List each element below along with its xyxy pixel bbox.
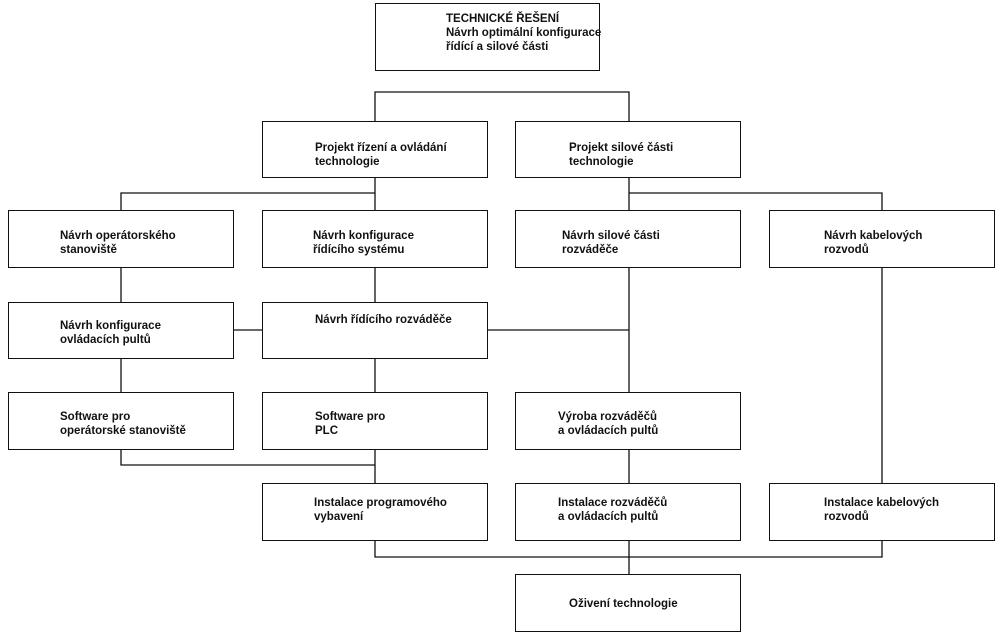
node-proj-control-line-1: Projekt řízení a ovládání <box>315 142 447 154</box>
node-ctrl-system: Návrh konfigurace řídícího systému <box>262 210 488 268</box>
connector-proj-power-branches <box>629 192 883 210</box>
node-production: Výroba rozváděčů a ovládacích pultů <box>515 392 741 450</box>
node-op-station: Návrh operátorského stanoviště <box>8 210 234 268</box>
node-ctrl-system-line-1: Návrh konfigurace <box>313 230 414 242</box>
node-root-line-1: TECHNICKÉ ŘEŠENÍ <box>446 13 560 25</box>
node-install-cables-line-2: rozvodů <box>824 511 869 523</box>
node-cables: Návrh kabelových rozvodů <box>769 210 995 268</box>
connector-root-to-projects <box>374 91 630 121</box>
node-production-line-1: Výroba rozváděčů <box>558 411 658 423</box>
node-power-switchboard-line-2: rozváděče <box>562 244 619 256</box>
node-panels-config-line-1: Návrh konfigurace <box>60 320 161 332</box>
node-op-station-line-2: stanoviště <box>60 244 117 256</box>
node-install-cables: Instalace kabelových rozvodů <box>769 483 995 541</box>
node-power-switchboard: Návrh silové části rozváděče <box>515 210 741 268</box>
node-commissioning-line-1: Oživení technologie <box>569 598 678 610</box>
node-install-switchboards-line-2: a ovládacích pultů <box>558 511 659 523</box>
node-install-sw-line-2: vybavení <box>314 511 364 523</box>
node-power-switchboard-line-1: Návrh silové části <box>562 230 660 242</box>
connector-proj-control-branches <box>120 192 375 210</box>
node-ctrl-switchboard-line-1: Návrh řídícího rozváděče <box>315 314 452 326</box>
node-root-line-3: řídící a silové části <box>446 41 549 53</box>
node-cables-line-1: Návrh kabelových <box>824 230 923 242</box>
node-production-line-2: a ovládacích pultů <box>558 425 659 437</box>
node-install-sw: Instalace programového vybavení <box>262 483 488 541</box>
node-sw-plc-line-1: Software pro <box>315 411 386 423</box>
node-op-station-line-1: Návrh operátorského <box>60 230 176 242</box>
node-proj-control: Projekt řízení a ovládání technologie <box>262 121 488 178</box>
node-panels-config: Návrh konfigurace ovládacích pultů <box>8 302 234 359</box>
node-cables-line-2: rozvodů <box>824 244 869 256</box>
node-proj-power-line-1: Projekt silové části <box>569 142 674 154</box>
node-install-sw-line-1: Instalace programového <box>314 497 447 509</box>
node-sw-op-station: Software pro operátorské stanoviště <box>8 392 234 450</box>
node-panels-config-line-2: ovládacích pultů <box>60 334 151 346</box>
node-install-switchboards: Instalace rozváděčů a ovládacích pultů <box>515 483 741 541</box>
node-commissioning: Oživení technologie <box>515 574 741 632</box>
node-proj-power: Projekt silové části technologie <box>515 121 741 178</box>
node-sw-plc: Software pro PLC <box>262 392 488 450</box>
node-sw-op-station-line-1: Software pro <box>60 411 131 423</box>
node-proj-power-line-2: technologie <box>569 156 634 168</box>
node-root-line-2: Návrh optimální konfigurace <box>446 27 602 39</box>
connector-sw-op-to-merge <box>120 450 375 466</box>
node-ctrl-system-line-2: řídícího systému <box>313 244 405 256</box>
node-install-switchboards-line-1: Instalace rozváděčů <box>558 497 668 509</box>
node-ctrl-switchboard: Návrh řídícího rozváděče <box>262 302 488 359</box>
node-proj-control-line-2: technologie <box>315 156 380 168</box>
node-sw-op-station-line-2: operátorské stanoviště <box>60 425 186 437</box>
node-install-cables-line-1: Instalace kabelových <box>824 497 940 509</box>
node-sw-plc-line-2: PLC <box>315 425 338 437</box>
node-root: TECHNICKÉ ŘEŠENÍ Návrh optimální konfigu… <box>375 3 602 71</box>
